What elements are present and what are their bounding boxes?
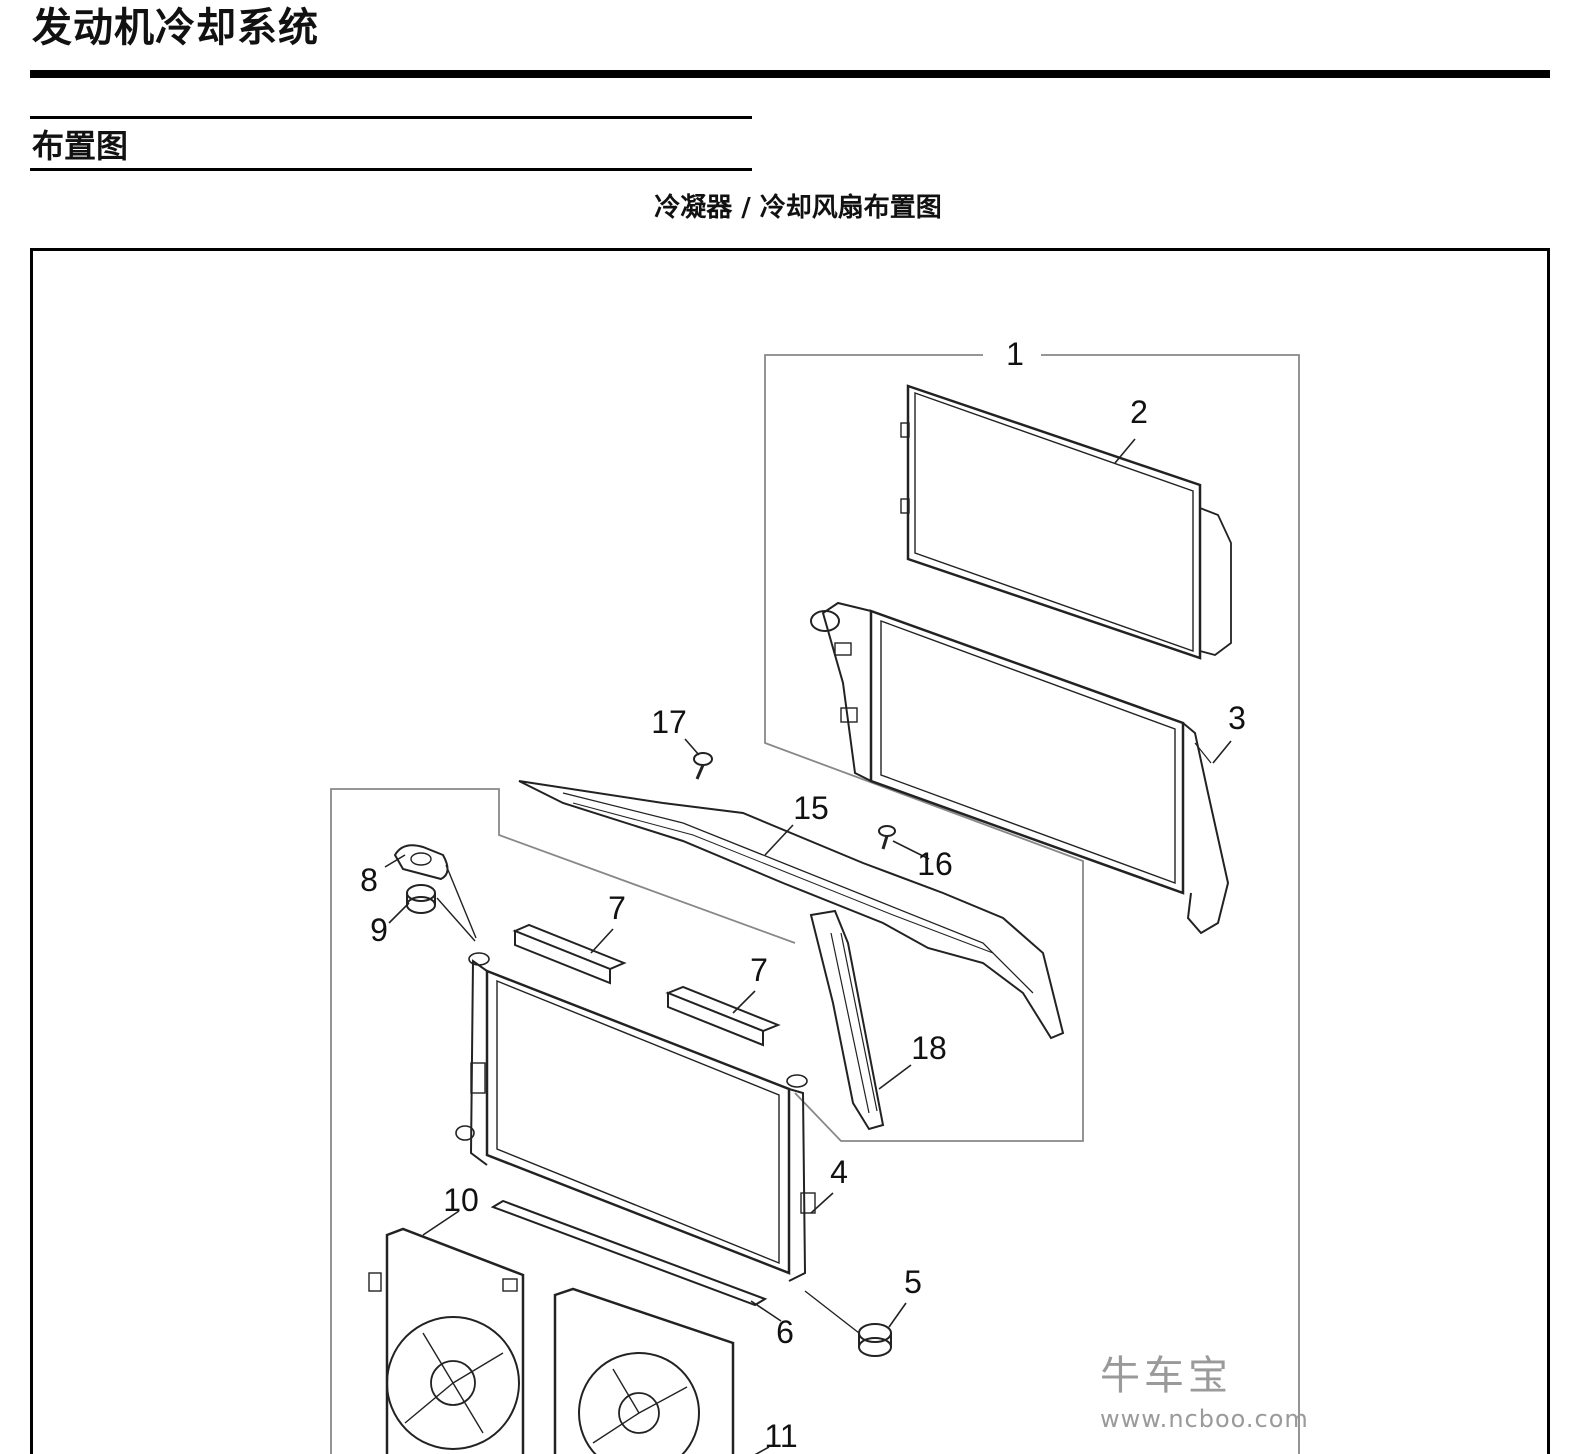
side-seal-part — [809, 909, 885, 1131]
group-bracket-condenser-right — [1041, 354, 1300, 1454]
callout-7-left: 7 — [608, 890, 626, 926]
callout-16: 16 — [917, 846, 953, 882]
callout-10: 10 — [443, 1182, 479, 1218]
title-rule — [30, 70, 1550, 78]
callout-5: 5 — [904, 1264, 922, 1300]
condenser-part — [900, 384, 1232, 660]
radiator-part — [455, 952, 816, 1282]
lower-mount-bushing-part — [858, 1323, 892, 1357]
callout-18: 18 — [911, 1030, 947, 1066]
diagram-caption: 冷凝器 / 冷却风扇布置图 — [654, 193, 942, 223]
watermark-name: 牛车宝 — [1100, 1353, 1232, 1399]
bolt-part-17 — [693, 752, 713, 780]
upper-mount-bushing-part — [406, 884, 436, 914]
group-bracket-radiator — [330, 788, 796, 1454]
lower-seal-part — [490, 1199, 768, 1307]
callout-15: 15 — [793, 790, 829, 826]
callout-6: 6 — [776, 1314, 794, 1350]
callout-11: 11 — [764, 1418, 797, 1454]
section-rule-bottom — [30, 168, 752, 171]
callout-9: 9 — [370, 912, 388, 948]
upper-tie-bar-part — [518, 780, 1065, 1040]
foam-pad-part-left-side — [514, 929, 611, 985]
group-bracket-condenser — [764, 354, 1084, 1142]
exploded-parts-diagram: 1 2 3 4 5 6 7 7 8 9 10 11 15 16 17 18 — [330, 336, 1300, 1454]
section-heading: 布置图 — [32, 127, 129, 165]
right-fan-shroud-part — [553, 1287, 735, 1454]
diagram-frame: 1 2 3 4 5 6 7 7 8 9 10 11 15 16 17 18 — [30, 248, 1550, 1454]
bolt-part-16 — [878, 825, 896, 850]
callout-1: 1 — [1006, 336, 1024, 372]
leader-lines — [384, 438, 1232, 1454]
callout-17: 17 — [651, 704, 687, 740]
watermark-url: www.ncboo.com — [1100, 1405, 1309, 1433]
callout-7-right: 7 — [750, 952, 768, 988]
left-fan-shroud-part — [368, 1227, 525, 1454]
watermark: 牛车宝 www.ncboo.com — [1100, 1352, 1309, 1434]
page-title: 发动机冷却系统 — [32, 5, 319, 51]
callout-3: 3 — [1228, 700, 1246, 736]
callout-8: 8 — [360, 862, 378, 898]
foam-pad-part-right-side — [667, 991, 764, 1047]
section-rule-top — [30, 116, 752, 119]
callout-2: 2 — [1130, 394, 1148, 430]
upper-mount-bracket-part — [393, 844, 449, 881]
callout-4: 4 — [830, 1154, 848, 1190]
charge-cooler-part — [810, 601, 1230, 935]
